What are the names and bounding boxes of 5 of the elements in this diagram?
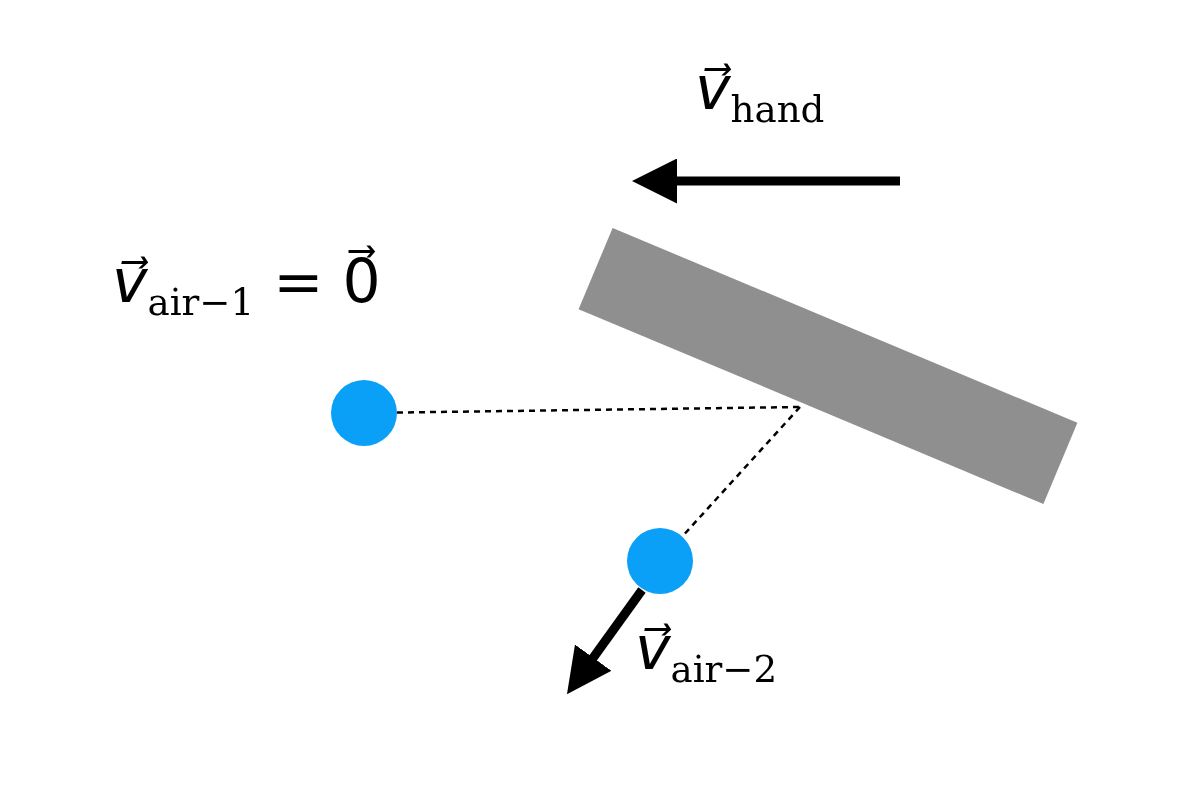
vector-label: v⃗$_{hand}$	[695, 52, 826, 132]
vector-label: v⃗$_{air−2}$	[635, 612, 779, 692]
dashed-line	[397, 405, 800, 414]
vector-label: v⃗$_{air−1}$ = 0⃗	[112, 245, 382, 325]
particle-circle	[627, 528, 693, 594]
